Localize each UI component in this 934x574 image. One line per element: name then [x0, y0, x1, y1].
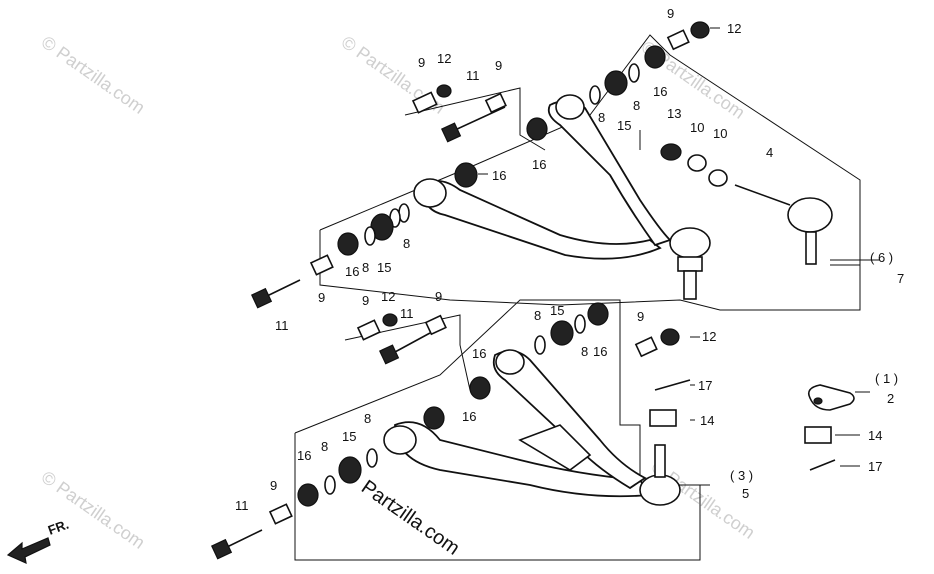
front-direction-arrow: FR.: [6, 517, 71, 565]
upper-arm-group: 9 12 11 9 16 9 12 16 8 8 15 16 13 10 10 …: [250, 6, 904, 333]
callout-10: 10: [713, 126, 727, 141]
callout-14: 14: [700, 413, 714, 428]
callout-12: 12: [381, 289, 395, 304]
callout-16: 16: [593, 344, 607, 359]
callout-12: 12: [702, 329, 716, 344]
callout-8: 8: [534, 308, 541, 323]
side-parts-group: ( 1 ) 2 14 17: [804, 371, 898, 474]
callout-8: 8: [403, 236, 410, 251]
callout-11: 11: [235, 498, 249, 513]
callout-11: 11: [275, 318, 289, 333]
callout-14: 14: [868, 428, 882, 443]
callout-15: 15: [342, 429, 356, 444]
callout-15: 15: [377, 260, 391, 275]
clamp: [807, 384, 855, 411]
callout-8: 8: [633, 98, 640, 113]
callout-12: 12: [437, 51, 451, 66]
callout-16: 16: [345, 264, 359, 279]
callout-13: 13: [667, 106, 681, 121]
callout-16: 16: [653, 84, 667, 99]
callout-17: 17: [698, 378, 712, 393]
reference-3: ( 3 ): [730, 468, 753, 483]
brand-watermark: Partzilla.com: [357, 476, 463, 560]
callout-4: 4: [766, 145, 773, 160]
cotter-pin: [809, 459, 836, 471]
callout-9: 9: [435, 289, 442, 304]
callout-16: 16: [297, 448, 311, 463]
callout-15: 15: [617, 118, 631, 133]
callout-8: 8: [321, 439, 328, 454]
callout-2: 2: [887, 391, 894, 406]
callout-15: 15: [550, 303, 564, 318]
callout-9: 9: [667, 6, 674, 21]
ball-joint: [669, 227, 711, 259]
callout-5: 5: [742, 486, 749, 501]
callout-8: 8: [598, 110, 605, 125]
castle-nut: [649, 409, 677, 427]
callout-11: 11: [466, 68, 480, 83]
callout-12: 12: [727, 21, 741, 36]
lower-ball-joint: [639, 474, 681, 506]
watermark-text: © Partzilla.com: [38, 32, 149, 118]
callout-9: 9: [270, 478, 277, 493]
callout-11: 11: [400, 306, 414, 321]
callout-10: 10: [690, 120, 704, 135]
tie-rod-end: [787, 197, 833, 233]
callout-17: 17: [868, 459, 882, 474]
callout-8: 8: [581, 344, 588, 359]
callout-9: 9: [495, 58, 502, 73]
watermark-text: © Partzilla.com: [38, 467, 149, 553]
bushing-15: [338, 456, 362, 484]
callout-16: 16: [462, 409, 476, 424]
reference-6: ( 6 ): [870, 250, 893, 265]
callout-16: 16: [532, 157, 546, 172]
callout-16: 16: [492, 168, 506, 183]
watermarks: © Partzilla.com © Partzilla.com © Partzi…: [38, 32, 759, 553]
callout-9: 9: [418, 55, 425, 70]
callout-16: 16: [472, 346, 486, 361]
lower-arm-group: 9 12 11 9 8 15 8 16 9 12 16 16 17 14 8 1…: [210, 289, 753, 561]
arrow-left-icon: [6, 537, 51, 565]
callout-8: 8: [364, 411, 371, 426]
bushing-16: [454, 162, 478, 188]
callout-9: 9: [318, 290, 325, 305]
front-label: FR.: [46, 517, 71, 538]
reference-1: ( 1 ): [875, 371, 898, 386]
castle-nut: [804, 426, 832, 444]
callout-7: 7: [897, 271, 904, 286]
callout-9: 9: [637, 309, 644, 324]
callout-8: 8: [362, 260, 369, 275]
callout-9: 9: [362, 293, 369, 308]
